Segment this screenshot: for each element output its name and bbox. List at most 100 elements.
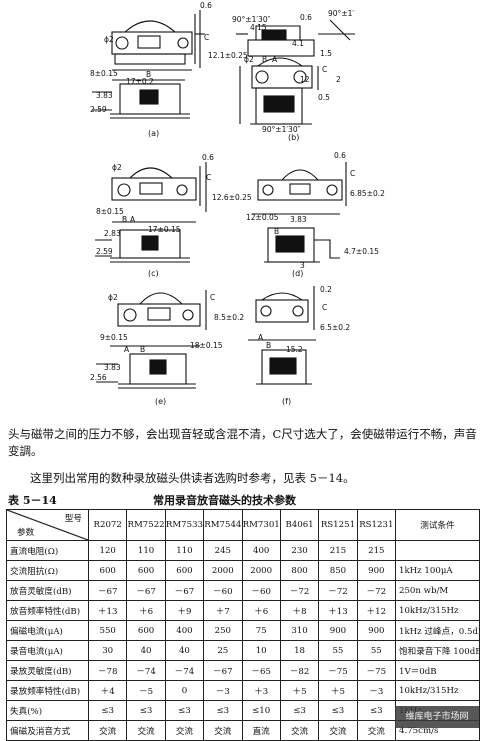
dimension-label-c: 2.83 (104, 229, 121, 238)
dimension-label-c: 2.59 (96, 247, 113, 256)
dimension-label-e: 2.56 (90, 373, 107, 382)
condition-cell: 250n wb/M (395, 580, 480, 601)
dimension-label-b: 0.6 (300, 13, 312, 22)
dimension-label-a: 17±0.2 (126, 77, 154, 86)
value-cell: ≤3 (318, 700, 358, 721)
value-cell: ≤3 (356, 700, 397, 721)
value-cell: ＋6 (126, 600, 166, 621)
value-cell: 900 (318, 620, 358, 641)
dimension-label-e: B (140, 345, 145, 354)
value-cell: －82 (279, 660, 320, 681)
dimension-label-b: A (272, 55, 278, 64)
dimension-label-b: 90°±1′30″ (262, 125, 301, 134)
value-cell: 900 (356, 620, 397, 641)
model-header: RS1251 (318, 509, 358, 541)
drawing-canvas: 0.6C12.1±0.25ϕ28±0.15B17±0.23.832.5990°±… (90, 1, 385, 406)
param-cell: 录放灵敏度(dB) (6, 660, 89, 681)
dimension-label-f: 6.5±0.2 (320, 323, 350, 332)
dimension-label-a: 3.83 (96, 91, 113, 100)
value-cell: －72 (318, 580, 358, 601)
param-cell: 放音频率特性(dB) (6, 600, 89, 621)
dimension-label-c: C (206, 173, 211, 182)
table-title: 常用录音放音磁头的技术参数 (153, 494, 296, 507)
caption-e: (e) (155, 397, 166, 406)
value-cell: －75 (318, 660, 358, 681)
value-cell: －3 (203, 680, 243, 701)
param-cell: 直流电阻(Ω) (6, 540, 89, 561)
corner-header: 型号 参数 (6, 509, 89, 541)
value-cell: 40 (164, 640, 205, 661)
dimension-label-e: ϕ2 (108, 293, 118, 302)
value-cell: －67 (164, 580, 205, 601)
param-cell: 偏磁电流(μA) (6, 620, 89, 641)
model-header: B4061 (279, 509, 320, 541)
value-cell: ＋5 (279, 680, 320, 701)
value-cell: 215 (318, 540, 358, 561)
value-cell: 245 (203, 540, 243, 561)
value-cell: －72 (279, 580, 320, 601)
param-cell: 录放频率特性(dB) (6, 680, 89, 701)
value-cell: 400 (241, 540, 281, 561)
model-header: RS1231 (356, 509, 397, 541)
head-spec-table: 型号 参数 R2072 RM7522 RM7533 RM7544 RM7301 … (6, 509, 480, 741)
value-cell: ＋8 (279, 600, 320, 621)
drawing-d (252, 162, 347, 263)
value-cell: ≤10 (241, 700, 281, 721)
value-cell: 800 (279, 560, 320, 581)
model-header: R2072 (87, 509, 128, 541)
value-cell: 600 (164, 560, 205, 581)
dimension-label-a: C (204, 33, 209, 42)
value-cell: －67 (87, 580, 128, 601)
value-cell: 230 (279, 540, 320, 561)
value-cell: －5 (126, 680, 166, 701)
value-cell: 550 (87, 620, 128, 641)
dimension-label-b: 0.5 (318, 93, 330, 102)
value-cell: －60 (241, 580, 281, 601)
value-cell: ＋12 (356, 600, 397, 621)
dimension-label-d: 6.85±0.2 (350, 189, 385, 198)
value-cell: 900 (356, 560, 397, 581)
condition-cell: 1V＝0dB (395, 660, 480, 681)
value-cell: 25 (203, 640, 243, 661)
param-cell: 录音电流(μA) (6, 640, 89, 661)
value-cell: 400 (164, 620, 205, 641)
value-cell: 215 (356, 540, 397, 561)
corner-param-label: 参数 (17, 528, 35, 538)
condition-cell: 10kHz/315Hz (395, 600, 480, 621)
value-cell: ＋4 (87, 680, 128, 701)
value-cell: 110 (126, 540, 166, 561)
model-header: RM7533 (164, 509, 205, 541)
dimension-label-f: C (322, 303, 327, 312)
value-cell: －60 (203, 580, 243, 601)
dimension-label-c: B (122, 215, 127, 224)
dimension-label-d: 12±0.05 (246, 213, 279, 222)
dimension-label-a: ϕ2 (104, 35, 114, 44)
value-cell: 850 (318, 560, 358, 581)
dimension-label-e: 3.83 (104, 363, 121, 372)
value-cell: 600 (126, 560, 166, 581)
value-cell: 600 (126, 620, 166, 641)
dimension-label-b: ϕ2 (244, 55, 254, 64)
dimension-label-e: 9±0.15 (100, 333, 128, 342)
dimension-label-c: ϕ2 (112, 163, 122, 172)
dimension-label-c: 17±0.15 (148, 225, 181, 234)
value-cell: －67 (203, 660, 243, 681)
dimension-label-b: B (262, 55, 267, 64)
value-cell: －67 (126, 580, 166, 601)
dimension-label-a: 8±0.15 (90, 69, 118, 78)
value-cell: 600 (87, 560, 128, 581)
dimension-label-f: A (258, 333, 264, 342)
caption-c: (c) (148, 269, 159, 278)
value-cell: ≤3 (164, 700, 205, 721)
dimension-label-d: 3.83 (290, 215, 307, 224)
dimension-label-b: 2 (336, 75, 341, 84)
value-cell: 2000 (241, 560, 281, 581)
table-header-row: 型号 参数 R2072 RM7522 RM7533 RM7544 RM7301 … (6, 509, 480, 541)
